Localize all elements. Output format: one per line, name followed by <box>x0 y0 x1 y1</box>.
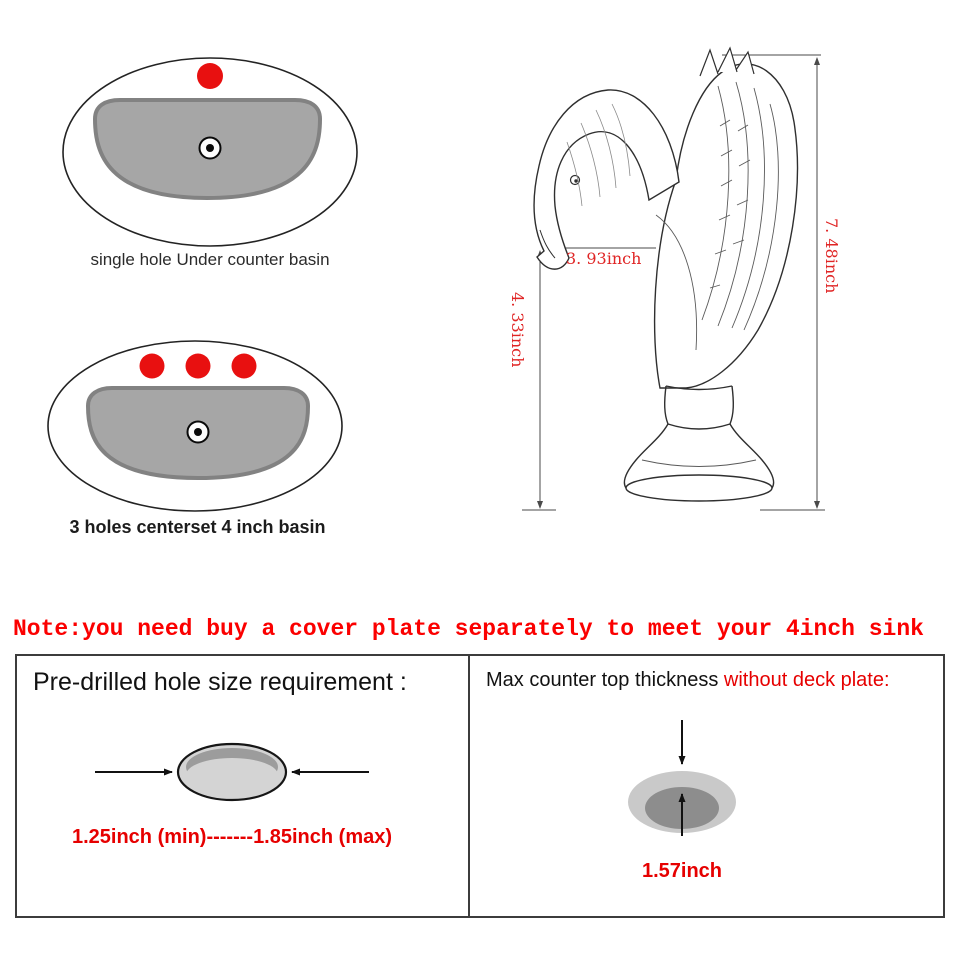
faucet-base <box>623 385 775 502</box>
faucet-hole-marker <box>197 63 223 89</box>
cover-plate-note: Note:you need buy a cover plate separate… <box>13 616 924 642</box>
dim-spout-height: 4. 33inch <box>508 292 527 368</box>
faucet-hole-markers <box>139 353 257 379</box>
beak-line <box>539 229 556 259</box>
swan-faucet-drawing <box>522 46 825 511</box>
drain-icon <box>198 136 222 160</box>
hole-size-range: 1.25inch (min)-------1.85inch (max) <box>71 826 393 848</box>
thickness-value: 1.57inch <box>641 860 723 882</box>
thickness-graphic <box>628 720 736 836</box>
dim-spout-reach: 3. 93inch <box>566 249 642 268</box>
three-hole-basin-label: 3 holes centerset 4 inch basin <box>69 517 326 537</box>
hole-inner-floor <box>186 758 278 792</box>
thickness-title-main: Max counter top thickness <box>486 669 724 691</box>
wing-feather-lines <box>655 81 779 351</box>
swan-body <box>653 63 799 389</box>
tail-feathers <box>699 46 755 77</box>
dim-overall-height: 7. 48inch <box>822 218 841 294</box>
hole-size-graphic <box>95 742 369 802</box>
three-hole-basin-diagram <box>47 340 343 512</box>
neck-feather-hatching <box>566 103 631 207</box>
thickness-title: Max counter top thickness without deck p… <box>486 669 890 692</box>
drain-icon <box>186 420 210 444</box>
thickness-title-highlight: without deck plate: <box>723 669 890 691</box>
spec-box: Pre-drilled hole size requirement : 1.25… <box>15 654 945 918</box>
hole-size-title: Pre-drilled hole size requirement : <box>33 668 407 696</box>
panel-divider <box>468 656 470 916</box>
swan-neck-head <box>533 89 680 270</box>
dimension-lines <box>522 54 825 511</box>
single-hole-basin-label: single hole Under counter basin <box>90 250 330 269</box>
single-hole-basin-diagram <box>62 57 358 247</box>
